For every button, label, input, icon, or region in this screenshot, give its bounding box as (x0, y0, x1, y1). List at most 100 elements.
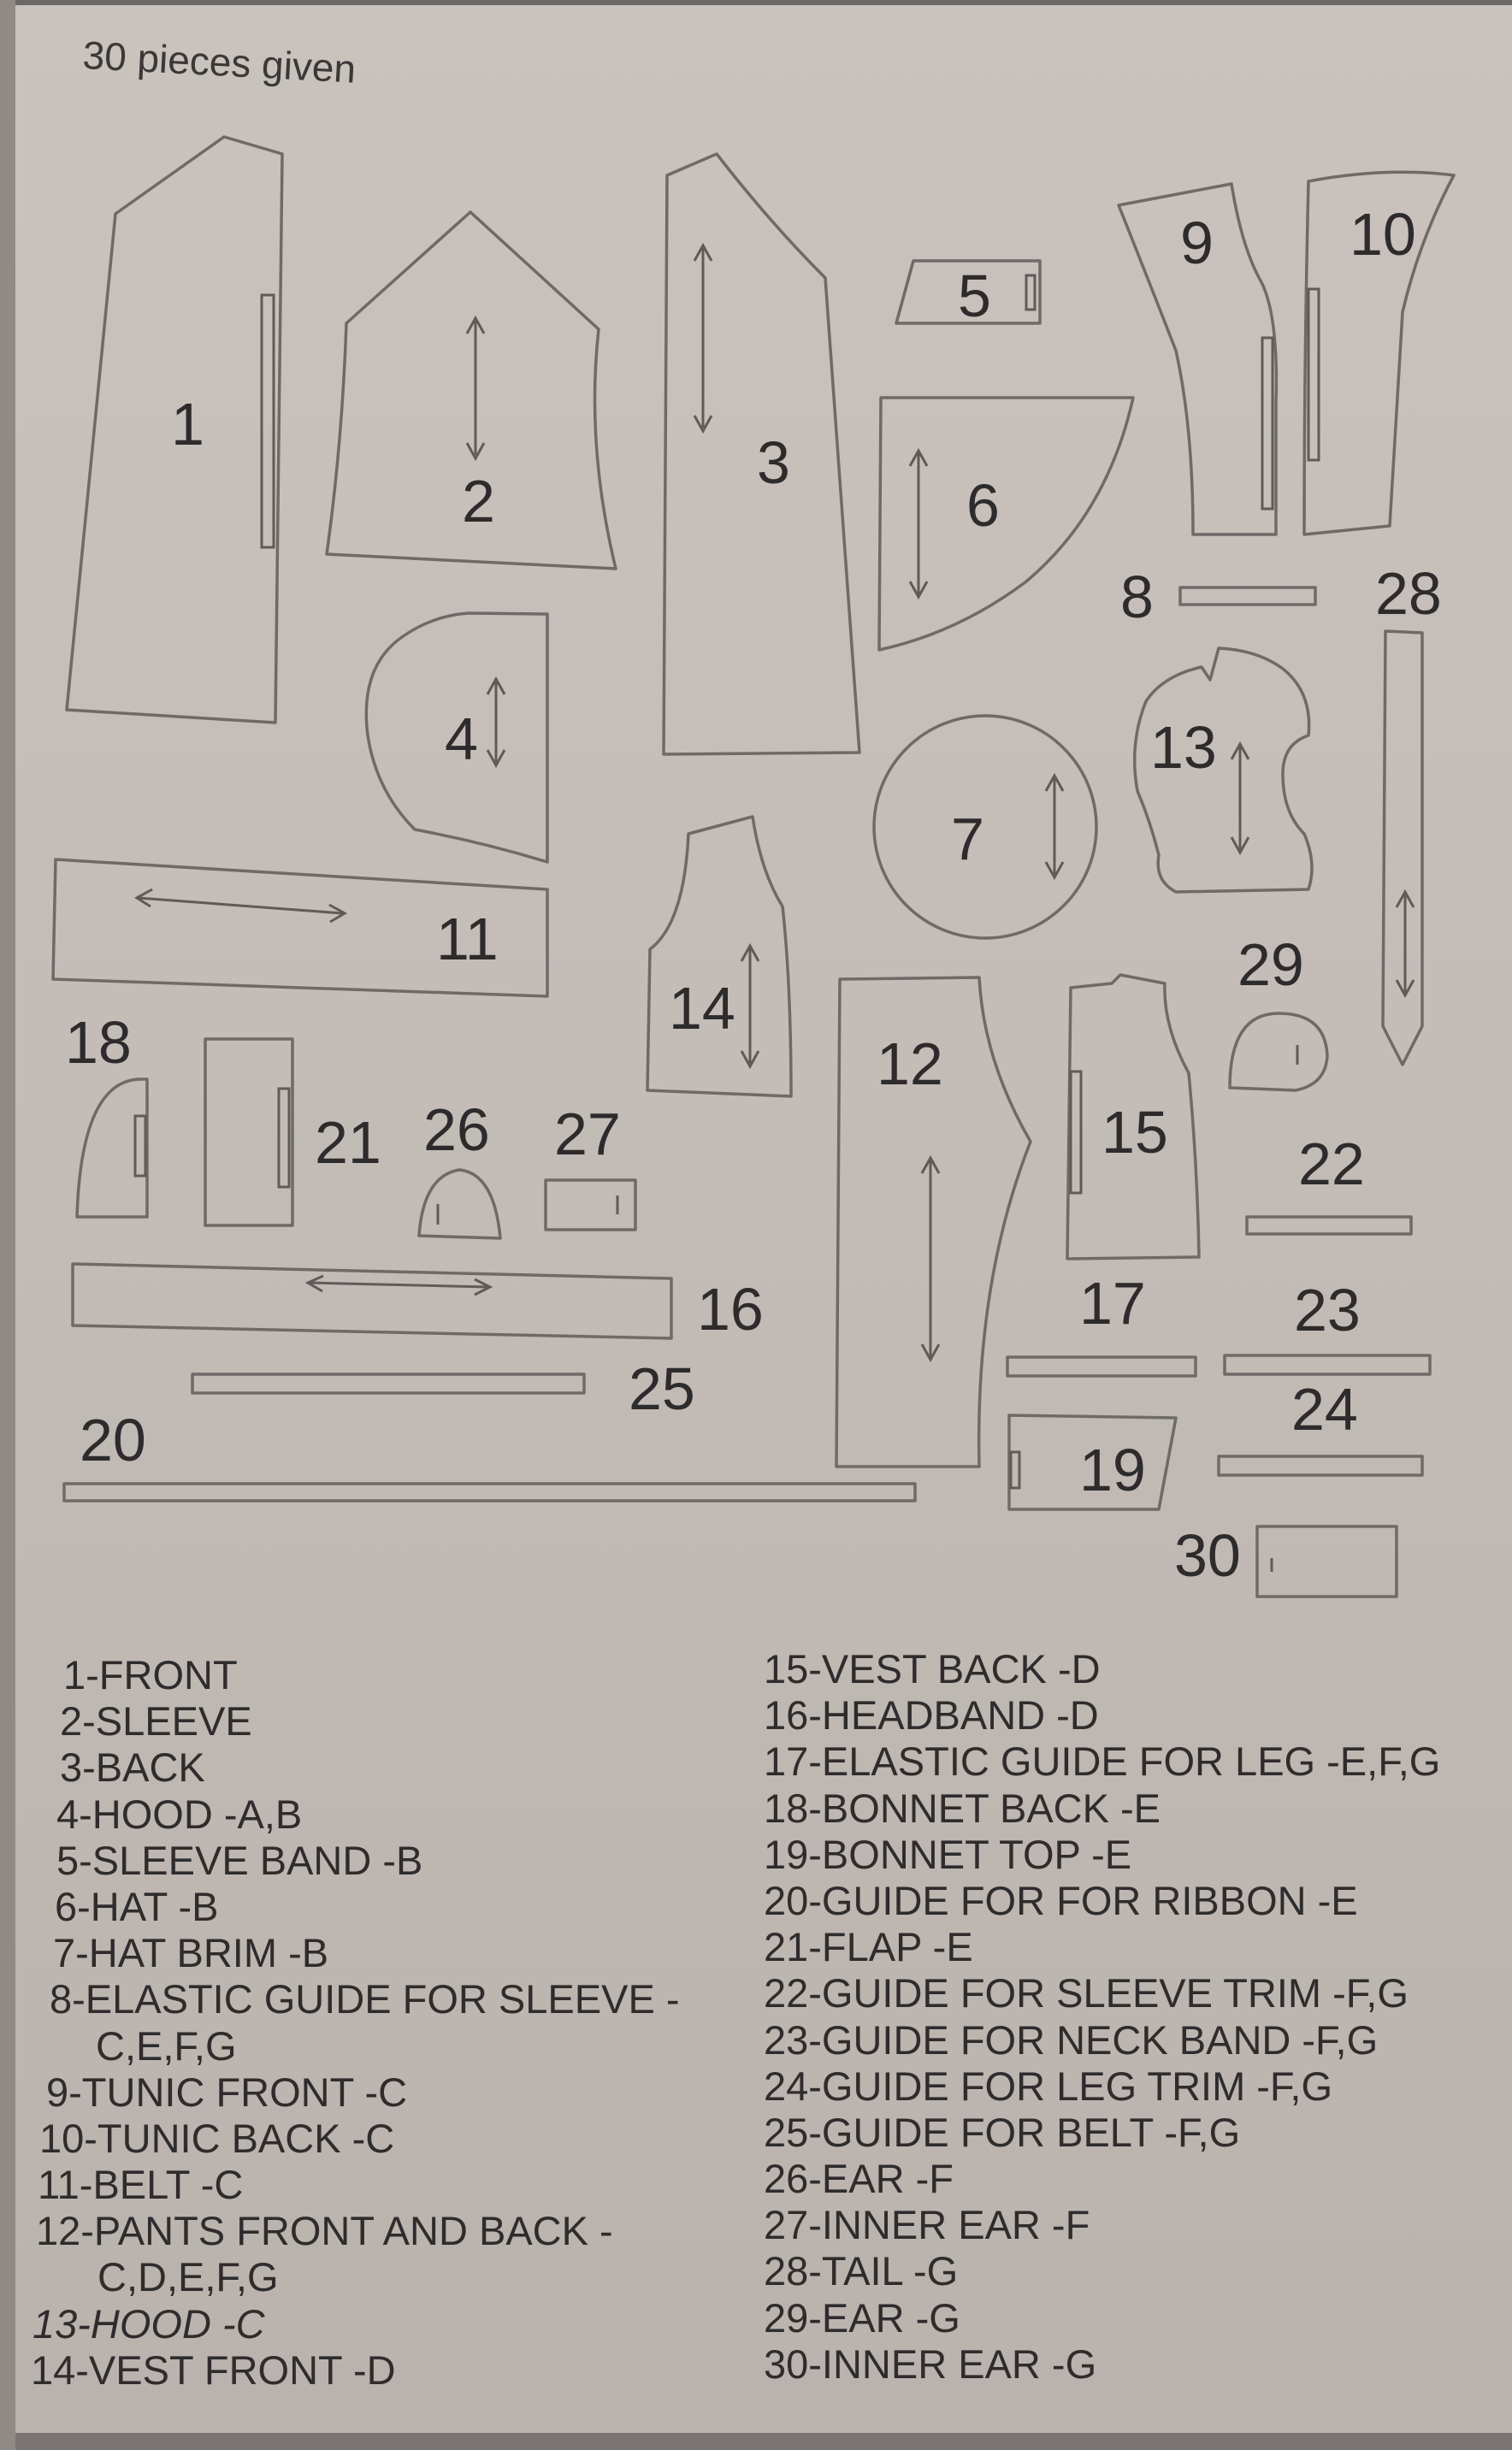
legend-item-5: 5-SLEEVE BAND -B (21, 1838, 680, 1884)
piece-18: 18 (65, 1009, 149, 1219)
legend-text: 5-SLEEVE BAND -B (56, 1837, 423, 1883)
legend-item-17: 17-ELASTIC GUIDE FOR LEG -E,F,G (764, 1739, 1440, 1785)
piece-30: 30 (1174, 1522, 1398, 1598)
piece-10: 10 (1302, 170, 1456, 536)
legend-item-28: 28-TAIL -G (764, 2248, 1440, 2294)
legend-text: 10-TUNIC BACK -C (39, 2115, 395, 2161)
piece-4-number: 4 (445, 705, 478, 772)
legend-item-27: 27-INNER EAR -F (764, 2202, 1440, 2248)
legend-text: 30-INNER EAR -G (764, 2341, 1097, 2387)
piece-30-number: 30 (1174, 1522, 1241, 1589)
piece-3: 3 (662, 152, 861, 756)
legend-text: 15-VEST BACK -D (764, 1646, 1101, 1691)
legend-item-19: 19-BONNET TOP -E (764, 1832, 1440, 1878)
legend-item-9: 9-TUNIC FRONT -C (21, 2069, 680, 2116)
piece-22-number: 22 (1298, 1131, 1365, 1197)
piece-21: 21 (204, 1037, 381, 1227)
legend-right-column: 15-VEST BACK -D 16-HEADBAND -D 17-ELASTI… (764, 1646, 1440, 2388)
piece-20: 20 (62, 1407, 917, 1502)
legend-item-7: 7-HAT BRIM -B (21, 1930, 680, 1976)
piece-14: 14 (646, 815, 793, 1098)
piece-13: 13 (1132, 646, 1314, 894)
piece-7-number: 7 (951, 806, 984, 872)
legend-text: 20-GUIDE FOR FOR RIBBON -E (764, 1877, 1358, 1923)
piece-2: 2 (325, 210, 617, 570)
legend-item-18: 18-BONNET BACK -E (764, 1786, 1440, 1832)
legend-text: 26-EAR -F (764, 2156, 954, 2202)
legend-text-continued: C,D,E,F,G (97, 2254, 279, 2300)
piece-5-number: 5 (958, 263, 991, 329)
legend-text: 24-GUIDE FOR LEG TRIM -F,G (764, 2063, 1333, 2109)
piece-15-number: 15 (1102, 1099, 1168, 1166)
legend-text: 9-TUNIC FRONT -C (46, 2069, 408, 2115)
piece-25-number: 25 (629, 1355, 695, 1422)
legend-text: 27-INNER EAR -F (764, 2202, 1090, 2248)
piece-28-number: 28 (1375, 560, 1442, 627)
piece-10-number: 10 (1350, 201, 1416, 268)
legend-item-10: 10-TUNIC BACK -C (21, 2116, 680, 2162)
piece-12: 12 (835, 976, 1032, 1468)
legend-item-11: 11-BELT -C (21, 2162, 680, 2208)
piece-26: 26 (417, 1096, 502, 1240)
piece-28: 28 (1375, 560, 1442, 1066)
legend-text: 22-GUIDE FOR SLEEVE TRIM -F,G (764, 1970, 1409, 2016)
legend-item-13: 13-HOOD -C (21, 2301, 680, 2347)
legend-item-21: 21-FLAP -E (764, 1924, 1440, 1970)
piece-16: 16 (71, 1262, 764, 1343)
bottom-border (15, 2433, 1512, 2450)
piece-19-number: 19 (1079, 1437, 1146, 1503)
piece-26-number: 26 (423, 1096, 490, 1163)
legend-text-continued: C,E,F,G (96, 2022, 237, 2069)
piece-15: 15 (1066, 973, 1201, 1260)
legend-text: 28-TAIL -G (764, 2248, 959, 2294)
legend-item-23: 23-GUIDE FOR NECK BAND -F,G (764, 2017, 1440, 2063)
piece-24-number: 24 (1291, 1376, 1358, 1443)
piece-18-number: 18 (65, 1009, 132, 1076)
piece-29-number: 29 (1237, 931, 1304, 998)
piece-11: 11 (51, 858, 549, 998)
piece-11-number: 11 (436, 906, 499, 972)
legend-text: 2-SLEEVE (60, 1698, 252, 1745)
legend-text: 18-BONNET BACK -E (764, 1785, 1161, 1831)
legend-item-30: 30-INNER EAR -G (764, 2341, 1440, 2388)
legend-item-12: 12-PANTS FRONT AND BACK - C,D,E,F,G (21, 2208, 680, 2300)
legend-item-29: 29-EAR -G (764, 2295, 1440, 2341)
legend-text: 29-EAR -G (764, 2294, 960, 2341)
legend-item-2: 2-SLEEVE (21, 1698, 680, 1745)
legend-text: 7-HAT BRIM -B (53, 1930, 329, 1976)
piece-23: 23 (1223, 1277, 1432, 1376)
piece-1: 1 (65, 135, 284, 724)
piece-29: 29 (1228, 931, 1329, 1092)
piece-21-number: 21 (315, 1109, 381, 1176)
legend-item-1: 1-FRONT (21, 1652, 680, 1698)
piece-23-number: 23 (1294, 1277, 1361, 1343)
piece-4: 4 (364, 611, 549, 864)
legend-item-15: 15-VEST BACK -D (764, 1646, 1440, 1692)
piece-3-number: 3 (757, 429, 790, 496)
piece-20-number: 20 (80, 1407, 146, 1473)
piece-27: 27 (544, 1101, 637, 1231)
pattern-pieces-diagram: 30 pieces given 1 2 3 4 5 (51, 32, 1456, 1598)
legend-text: 21-FLAP -E (764, 1924, 973, 1970)
legend-text: 3-BACK (60, 1745, 205, 1791)
piece-6: 6 (877, 396, 1135, 652)
legend-text: 4-HOOD -A,B (56, 1791, 303, 1837)
piece-24: 24 (1217, 1376, 1424, 1477)
piece-19: 19 (1007, 1414, 1178, 1511)
piece-27-number: 27 (554, 1101, 621, 1167)
piece-2-number: 2 (462, 468, 495, 534)
legend-item-22: 22-GUIDE FOR SLEEVE TRIM -F,G (764, 1970, 1440, 2016)
legend-text: 16-HEADBAND -D (764, 1692, 1099, 1739)
piece-13-number: 13 (1150, 714, 1217, 781)
piece-1-number: 1 (171, 391, 204, 458)
piece-16-number: 16 (697, 1276, 764, 1343)
piece-14-number: 14 (669, 975, 735, 1042)
piece-8: 8 (1120, 564, 1317, 630)
piece-17-number: 17 (1079, 1270, 1146, 1337)
legend-text: 1-FRONT (63, 1652, 238, 1697)
legend-item-14: 14-VEST FRONT -D (21, 2347, 680, 2394)
piece-9-number: 9 (1180, 210, 1214, 276)
legend-text: 14-VEST FRONT -D (31, 2347, 396, 2393)
top-border (15, 0, 1512, 5)
legend-text: 25-GUIDE FOR BELT -F,G (764, 2109, 1241, 2155)
